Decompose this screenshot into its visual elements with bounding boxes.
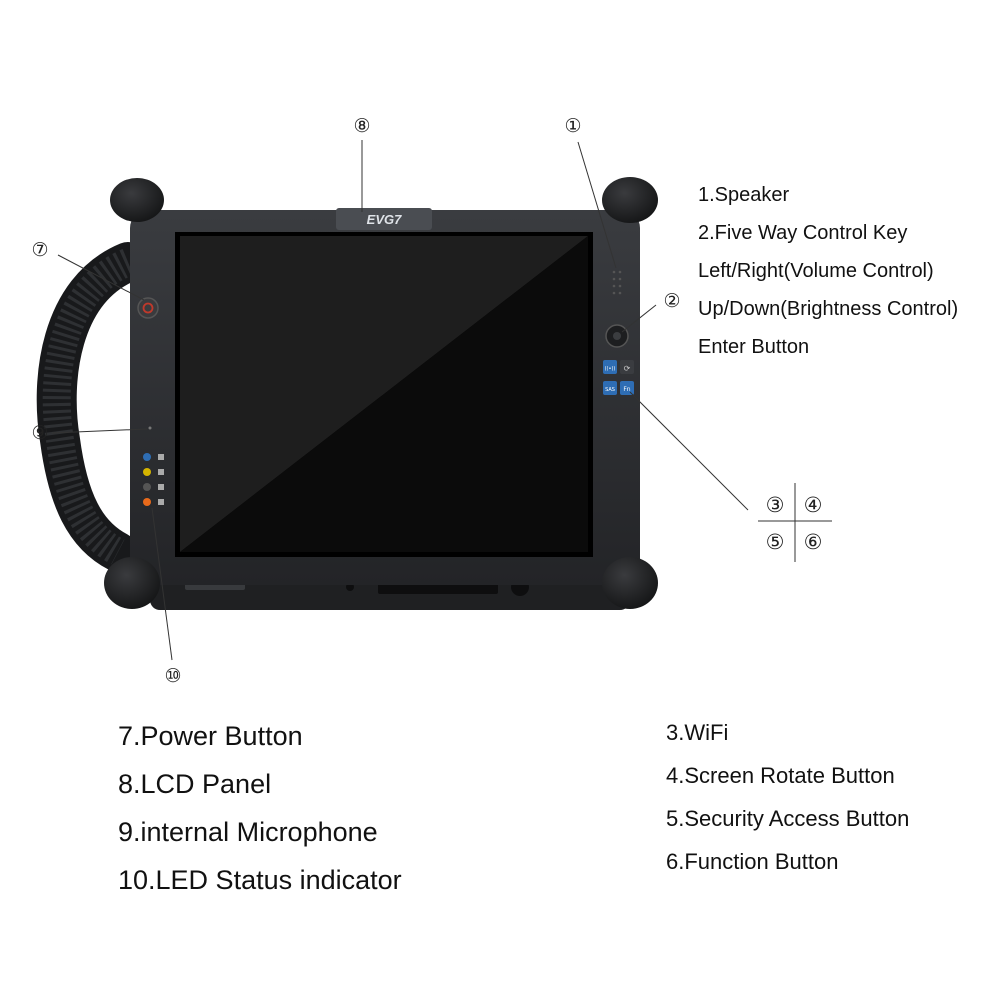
leader-line-1	[577, 141, 617, 269]
legend-right: 1.Speaker 2.Five Way Control Key Left/Ri…	[698, 180, 958, 370]
led-indicator-4	[143, 498, 151, 506]
legend-item-enter: Enter Button	[698, 336, 810, 358]
led-status-indicator	[143, 453, 164, 506]
callout-8: ⑧	[353, 115, 371, 137]
bumper-bottom-left	[104, 557, 160, 609]
logo-plate	[336, 208, 432, 230]
disk-status-icon	[158, 484, 164, 490]
led-indicator-2	[143, 468, 151, 476]
battery-status-icon	[158, 469, 164, 475]
callout-6: ⑥	[803, 530, 823, 554]
power-icon	[142, 302, 154, 314]
callout-2: ②	[663, 290, 681, 312]
leader-line-9	[51, 428, 148, 434]
callout-9: ⑨	[31, 422, 49, 444]
power-button[interactable]	[137, 297, 159, 319]
microphone-hole	[148, 426, 152, 430]
function-button[interactable]	[620, 381, 634, 395]
legend-item-function: 6.Function Button	[666, 849, 839, 874]
legend-item-volume: Left/Right(Volume Control)	[698, 260, 934, 282]
leader-line-10	[151, 507, 173, 661]
lcd-panel-lower	[180, 236, 588, 552]
screen-rotate-button[interactable]	[620, 360, 634, 374]
legend-item-led-status: 10.LED Status indicator	[118, 865, 402, 895]
leader-lines	[51, 140, 832, 661]
security-access-button[interactable]	[603, 381, 617, 395]
legend-item-speaker: 1.Speaker	[698, 184, 790, 206]
callout-3: ③	[765, 493, 785, 517]
leader-line-7	[57, 254, 145, 301]
wifi-status-icon	[158, 454, 164, 460]
power-status-icon	[158, 499, 164, 505]
enter-button[interactable]	[613, 332, 621, 340]
legend-item-wifi: 3.WiFi	[666, 720, 729, 745]
bumper-top-left	[110, 178, 164, 222]
wifi-button-label: ((•))	[605, 366, 616, 372]
legend-item-power-button: 7.Power Button	[118, 721, 303, 751]
security-button-label: SAS	[605, 387, 615, 393]
legend-bottom-right: 3.WiFi 4.Screen Rotate Button 5.Security…	[666, 718, 909, 890]
callout-5: ⑤	[765, 530, 785, 554]
legend-item-screen-rotate: 4.Screen Rotate Button	[666, 763, 895, 788]
legend-item-security-access: 5.Security Access Button	[666, 806, 910, 831]
legend-item-five-way-key: 2.Five Way Control Key	[698, 222, 908, 244]
legend-bottom-left: 7.Power Button 8.LCD Panel 9.internal Mi…	[118, 716, 402, 908]
legend-item-lcd-panel: 8.LCD Panel	[118, 769, 272, 799]
function-button-label: Fn	[623, 386, 630, 393]
wifi-button[interactable]	[603, 360, 617, 374]
callout-1: ①	[564, 115, 582, 137]
rotate-button-label: ⟳	[624, 364, 631, 373]
legend-item-microphone: 9.internal Microphone	[118, 817, 378, 847]
device-logo: EVG7	[367, 212, 402, 227]
bumper-top-right	[602, 177, 658, 223]
leader-line-2	[621, 304, 657, 333]
led-indicator-1	[143, 453, 151, 461]
legend-item-brightness: Up/Down(Brightness Control)	[698, 298, 959, 320]
speaker-grille	[612, 270, 622, 295]
carry-handle	[36, 242, 148, 572]
callout-4: ④	[803, 493, 823, 517]
leader-line-3456	[629, 391, 749, 511]
bumper-bottom-right	[602, 557, 658, 609]
led-indicator-3	[143, 483, 151, 491]
callout-7: ⑦	[31, 239, 49, 261]
callout-10: ⑩	[164, 665, 182, 687]
